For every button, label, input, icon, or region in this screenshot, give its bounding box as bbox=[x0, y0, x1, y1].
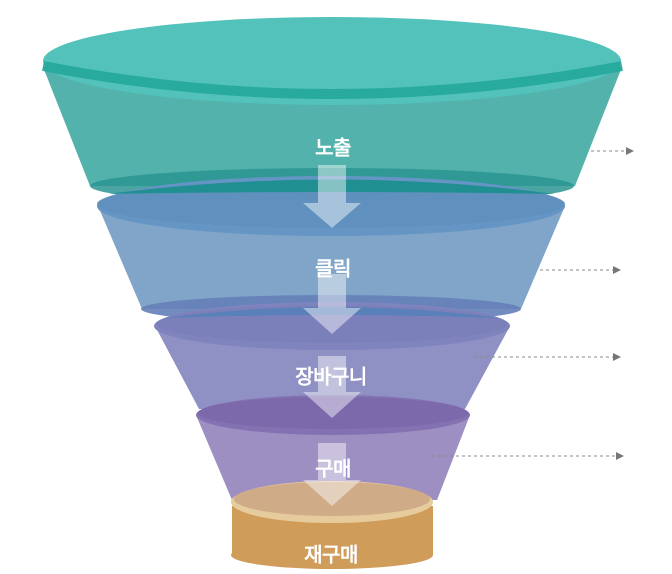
stage-label-5: 재구매 bbox=[304, 542, 358, 567]
funnel-stage-1 bbox=[42, 17, 623, 204]
down-arrow-icon bbox=[303, 274, 361, 334]
down-arrows bbox=[303, 165, 361, 506]
funnel-stage-3 bbox=[154, 302, 510, 409]
down-arrow-icon bbox=[303, 443, 361, 506]
funnel-stage-5 bbox=[231, 481, 433, 569]
down-arrow-icon bbox=[303, 165, 361, 228]
stage-label-4: 구매 bbox=[315, 456, 351, 481]
stage-label-2: 클릭 bbox=[315, 256, 351, 281]
funnel-stage-4 bbox=[196, 395, 470, 500]
connector-arrows bbox=[432, 147, 634, 460]
stage-label-1: 노출 bbox=[315, 135, 351, 160]
stage-label-3: 장바구니 bbox=[295, 364, 367, 389]
down-arrow-icon bbox=[303, 356, 361, 418]
funnel-stage-2 bbox=[97, 176, 565, 323]
